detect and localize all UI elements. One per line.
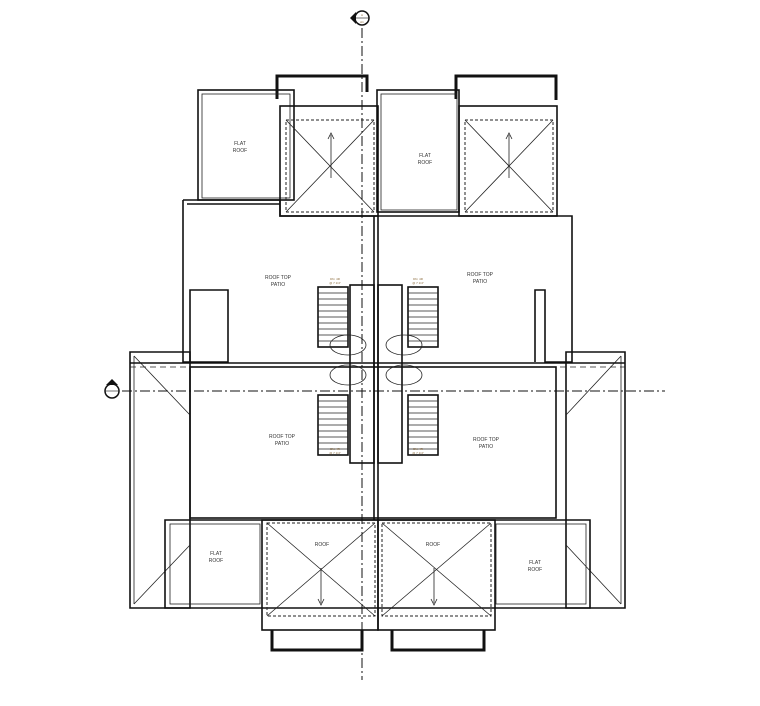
svg-text:@ 7 1/4": @ 7 1/4" xyxy=(412,451,424,455)
bottom-right-projection xyxy=(390,630,486,652)
svg-text:ROOF: ROOF xyxy=(418,160,432,166)
flat-roof-bottom-right: FLAT ROOF xyxy=(495,523,587,605)
svg-text:ROOF: ROOF xyxy=(233,148,247,154)
stair-landing xyxy=(385,364,423,386)
flat-roof-bottom-left: FLAT ROOF xyxy=(169,523,261,605)
roof-top-right-x xyxy=(458,105,558,217)
stair-note: DN. 4R xyxy=(330,277,341,281)
svg-text:FLAT: FLAT xyxy=(419,153,431,159)
stair-flight xyxy=(377,284,403,464)
section-marker-top: A A1 xyxy=(350,10,370,26)
stair-landing xyxy=(329,334,367,356)
section-marker-sheet: A1 xyxy=(360,20,364,24)
svg-text:FLAT: FLAT xyxy=(210,551,222,557)
lower-patio-area xyxy=(189,366,557,519)
svg-text:ROOF TOP: ROOF TOP xyxy=(473,437,500,443)
svg-text:FLAT: FLAT xyxy=(529,560,541,566)
patio-lower-right: ROOF TOP PATIO xyxy=(473,437,500,450)
section-marker-label: A xyxy=(361,13,363,17)
svg-text:ROOF: ROOF xyxy=(209,558,223,564)
flat-roof-top-right: FLAT ROOF xyxy=(376,89,460,213)
top-left-projection xyxy=(275,74,369,99)
upper-left-notch xyxy=(182,200,229,363)
svg-text:FLAT: FLAT xyxy=(234,141,246,147)
stair-note: DN. 4R xyxy=(330,447,341,451)
bottom-left-projection xyxy=(270,630,364,652)
svg-text:PATIO: PATIO xyxy=(271,282,285,288)
svg-text:ROOF: ROOF xyxy=(426,542,440,548)
stair-note: DN. 4R xyxy=(413,447,424,451)
patio-lower-left: ROOF TOP PATIO xyxy=(269,434,296,447)
svg-text:ROOF: ROOF xyxy=(528,567,542,573)
upper-block-wall xyxy=(183,199,573,363)
svg-text:@ 7 1/4": @ 7 1/4" xyxy=(329,281,341,285)
stairs xyxy=(317,284,439,464)
patio-upper-right: ROOF TOP PATIO xyxy=(467,272,494,285)
patio-upper-left: ROOF TOP PATIO xyxy=(265,275,292,288)
stair-note: DN. 4R xyxy=(413,277,424,281)
svg-text:PATIO: PATIO xyxy=(275,441,289,447)
svg-text:@ 7 1/4": @ 7 1/4" xyxy=(329,451,341,455)
svg-text:ROOF TOP: ROOF TOP xyxy=(467,272,494,278)
svg-text:PATIO: PATIO xyxy=(479,444,493,450)
section-marker-left xyxy=(104,379,120,399)
svg-text:ROOF TOP: ROOF TOP xyxy=(265,275,292,281)
svg-text:ROOF TOP: ROOF TOP xyxy=(269,434,296,440)
svg-text:@ 7 1/4": @ 7 1/4" xyxy=(412,281,424,285)
lower-left-hip xyxy=(129,351,191,609)
stair-flight xyxy=(349,284,375,464)
svg-text:ROOF: ROOF xyxy=(315,542,329,548)
stair-landing xyxy=(385,334,423,356)
roof-bottom-right: ROOF xyxy=(377,519,496,631)
roof-bottom-left: ROOF xyxy=(261,519,379,631)
top-right-projection xyxy=(454,74,558,100)
stair-landing xyxy=(329,364,367,386)
svg-text:PATIO: PATIO xyxy=(473,279,487,285)
lower-right-hip xyxy=(565,351,626,609)
